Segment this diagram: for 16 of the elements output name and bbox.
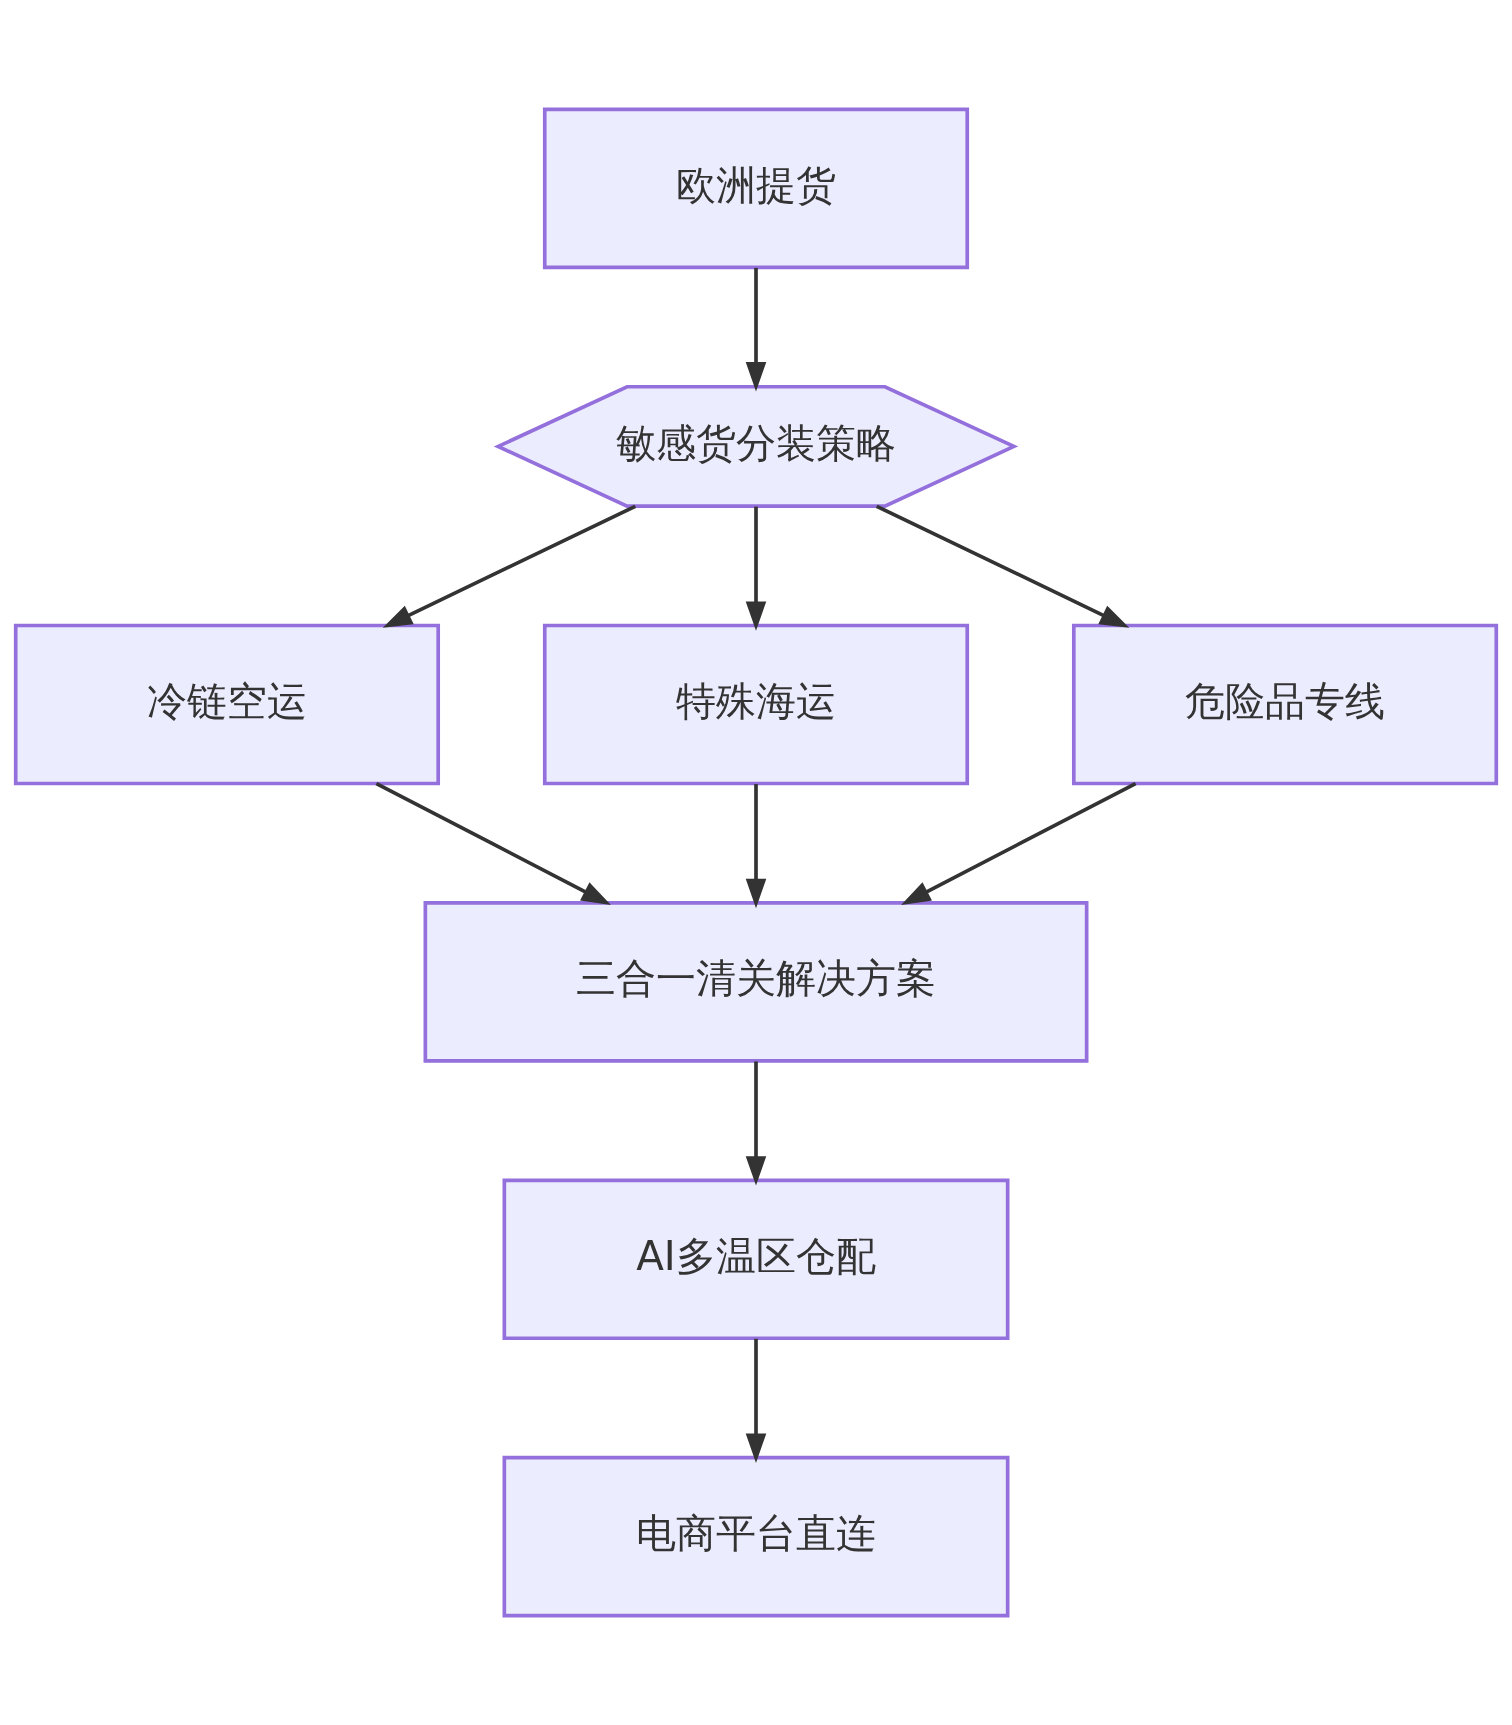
node-box: 危险品专线: [1071, 623, 1499, 786]
node-box: 欧洲提货: [542, 107, 970, 270]
arrow: [745, 1338, 767, 1463]
node-box: 三合一清关解决方案: [423, 901, 1089, 1063]
arrow: [375, 782, 611, 905]
arrow: [745, 784, 767, 909]
node-box: 冷链空运: [13, 623, 441, 786]
node-box: 特殊海运: [542, 623, 970, 786]
arrow: [382, 504, 637, 628]
arrow: [745, 267, 767, 392]
arrow: [875, 504, 1130, 628]
arrow: [745, 1061, 767, 1186]
arrow: [901, 782, 1137, 905]
node-box: 电商平台直连: [502, 1455, 1010, 1618]
arrow: [745, 506, 767, 631]
node-box: AI多温区仓配: [502, 1178, 1010, 1341]
